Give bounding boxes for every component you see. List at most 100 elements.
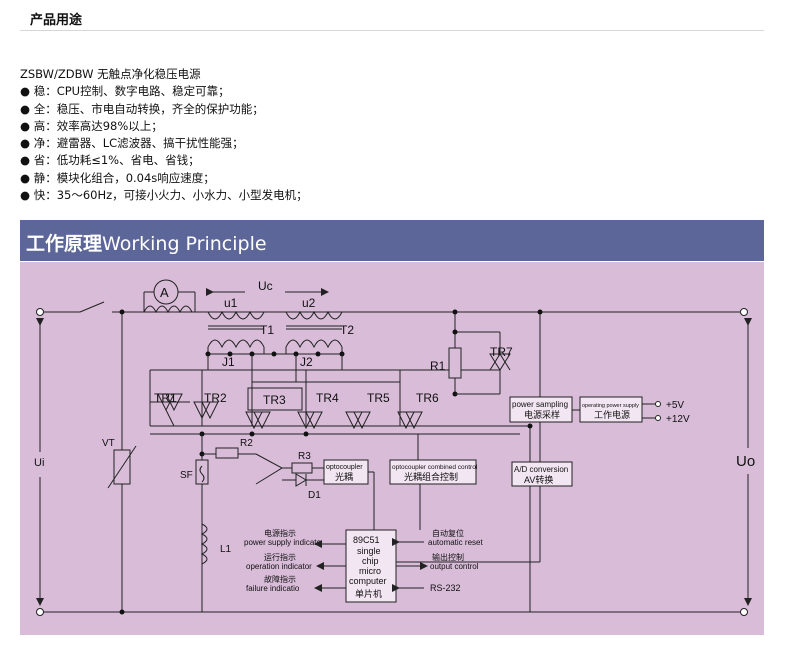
tr5-label: TR5	[367, 391, 390, 405]
r1-label: R1	[430, 359, 446, 373]
product-description: ZSBW/ZDBW 无触点净化稳压电源 ● 稳：CPU控制、数字电路、稳定可靠；…	[20, 66, 308, 204]
uo-measurement: Uo	[736, 318, 755, 606]
u1-label: u1	[224, 296, 238, 310]
power-sampling-en: power sampling	[512, 400, 568, 409]
j2-label: J2	[300, 355, 313, 369]
t2-label: T2	[340, 323, 354, 337]
l1-label: L1	[220, 544, 232, 555]
output-ctrl-cn: 输出控制	[432, 552, 464, 562]
banner-title: 工作原理Working Principle	[26, 229, 267, 256]
optocoupler-box: optocoupler 光耦	[323, 459, 369, 485]
tr4-label: TR4	[316, 391, 339, 405]
mcu-line-2: single	[357, 546, 381, 556]
feature-stable: ● 稳：CPU控制、数字电路、稳定可靠；	[20, 84, 230, 99]
op-supply-en: operating power supply	[582, 403, 639, 409]
varistor-vt: VT	[102, 438, 137, 489]
feature-efficiency: ● 高：效率高达98%以上；	[20, 118, 163, 133]
triac-tr6: TR6	[397, 391, 439, 430]
combined-en: optocoupler combined control	[392, 464, 478, 471]
section-divider	[20, 30, 764, 31]
adc-cn: AV转换	[524, 474, 553, 485]
transformer-t1: u1 T1	[207, 296, 274, 354]
feature-saving: ● 省：低功耗≤1%、省电、省钱；	[20, 153, 200, 168]
adc-en: A/D conversion	[514, 465, 568, 474]
resistor-r3: R3	[282, 451, 324, 474]
rectifier-bridge	[255, 453, 284, 485]
power-sampling-box: power sampling 电源采样	[509, 396, 573, 423]
working-principle-banner: 工作原理Working Principle	[20, 220, 764, 261]
plus12v-label: +12V	[666, 414, 690, 425]
combined-cn: 光耦组合控制	[404, 471, 458, 482]
mcu-right-labels: 自动复位 automatic reset 输出控制 output control…	[428, 528, 483, 593]
adc-box: A/D conversion AV转换	[511, 461, 573, 487]
tap-bus: J1 J2	[205, 351, 401, 426]
output-ctrl-en: output control	[430, 562, 479, 571]
operating-power-box: operating power supply 工作电源	[579, 396, 643, 423]
triac-tr2: TR2	[193, 370, 227, 426]
fault-ind-en: failure indicatio	[246, 584, 300, 593]
circuit-diagram: Ui Uo A Uc u1 T1 u2	[20, 262, 764, 635]
power-ind-cn: 电源指示	[264, 528, 296, 538]
optocoupler-cn: 光耦	[335, 471, 353, 482]
tr6-label: TR6	[416, 391, 439, 405]
uo-label: Uo	[736, 453, 755, 470]
triac-tr1: TR1	[150, 391, 190, 427]
run-ind-cn: 运行指示	[264, 552, 296, 562]
r3-label: R3	[298, 451, 311, 462]
banner-title-en: Working Principle	[102, 233, 267, 255]
uc-range: Uc	[206, 279, 329, 296]
triac-tr5: TR5	[345, 391, 390, 430]
product-name-line: ZSBW/ZDBW 无触点净化稳压电源	[20, 67, 201, 81]
mcu-line-3: chip	[362, 556, 379, 566]
combined-control-box: optocoupler combined control 光耦组合控制	[389, 459, 478, 485]
ui-measurement: Ui	[34, 318, 44, 606]
resistor-r1: R1	[430, 331, 500, 394]
power-sampling-cn: 电源采样	[524, 409, 560, 420]
triac-tr4: TR4	[297, 370, 339, 430]
t1-label: T1	[260, 323, 274, 337]
feature-complete: ● 全：稳压、市电自动转换，齐全的保护功能；	[20, 101, 264, 116]
d1-label: D1	[308, 490, 321, 501]
mcu-line-4: micro	[359, 566, 381, 576]
banner-title-cn: 工作原理	[26, 233, 103, 255]
mcu-line-5: computer	[349, 576, 387, 586]
mcu-line-6: 单片机	[355, 588, 382, 599]
sensor-sf: SF	[180, 459, 209, 485]
op-supply-cn: 工作电源	[594, 409, 630, 420]
r2-label: R2	[240, 438, 253, 449]
tr2-label: TR2	[204, 391, 227, 405]
mcu-box: 89C51 single chip micro computer 单片机	[345, 529, 397, 603]
u2-label: u2	[302, 296, 316, 310]
power-ind-en: power supply indicate	[244, 538, 321, 547]
indicator-labels: 电源指示 power supply indicate 运行指示 operatio…	[244, 528, 321, 593]
current-sense-coil	[143, 305, 193, 314]
ammeter: A	[143, 279, 196, 312]
sf-label: SF	[180, 470, 193, 481]
vt-label: VT	[102, 438, 115, 449]
fault-ind-cn: 故障指示	[264, 574, 296, 584]
section-title: 产品用途	[30, 13, 83, 28]
inductor-l1: L1	[200, 523, 232, 565]
feature-fast: ● 快：35～60Hz，可接小火力、小水力、小型发电机；	[20, 188, 308, 203]
tr1-label: TR1	[154, 391, 177, 405]
auto-reset-en: automatic reset	[428, 538, 483, 547]
circuit-svg: Ui Uo A Uc u1 T1 u2	[34, 279, 755, 616]
j1-label: J1	[222, 355, 235, 369]
feature-clean: ● 净：避雷器、LC滤波器、搞干扰性能强；	[20, 136, 244, 151]
triac-tr7: TR7	[455, 332, 513, 395]
transformer-t2: u2 T2	[285, 296, 354, 354]
ui-label: Ui	[34, 457, 44, 469]
uc-label: Uc	[258, 279, 273, 293]
svg-text:A: A	[160, 285, 169, 300]
mcu-line-1: 89C51	[353, 535, 380, 545]
feature-quiet: ● 静：模块化组合，0.04s响应速度；	[20, 170, 215, 185]
plus5v-label: +5V	[666, 400, 684, 411]
tr7-label: TR7	[490, 345, 513, 359]
run-ind-en: operation indicator	[246, 562, 312, 571]
optocoupler-en: optocoupler	[326, 464, 363, 471]
auto-reset-cn: 自动复位	[432, 528, 464, 538]
tr3-label: TR3	[263, 393, 286, 407]
rs232-label: RS-232	[430, 583, 461, 593]
diode-d1: D1	[282, 473, 324, 501]
resistor-r2: R2	[202, 438, 256, 459]
